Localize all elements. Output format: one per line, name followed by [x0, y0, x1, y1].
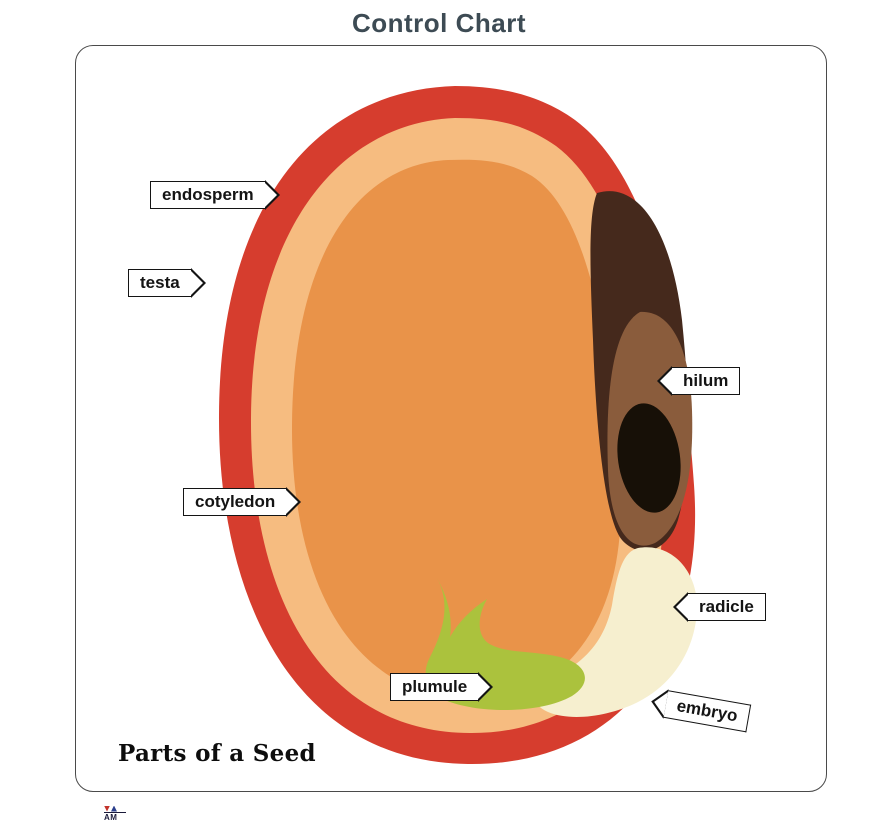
- label-cotyledon: cotyledon: [183, 488, 287, 516]
- label-radicle-text: radicle: [699, 597, 754, 616]
- brand-logo: AM: [104, 805, 126, 822]
- label-cotyledon-text: cotyledon: [195, 492, 276, 511]
- label-plumule: plumule: [390, 673, 479, 701]
- label-testa-text: testa: [140, 273, 180, 292]
- label-plumule-text: plumule: [402, 677, 468, 696]
- page-title: Control Chart: [351, 8, 527, 38]
- brand-logo-mark: [104, 805, 126, 812]
- logo-red-triangle-icon: [104, 805, 110, 812]
- logo-blue-triangle-icon: [111, 805, 117, 812]
- cotyledon-shape: [291, 159, 621, 700]
- diagram-caption: Parts of a Seed: [118, 740, 316, 767]
- label-endosperm: endosperm: [150, 181, 265, 209]
- label-testa: testa: [128, 269, 191, 297]
- label-radicle: radicle: [688, 593, 766, 621]
- label-endosperm-text: endosperm: [162, 185, 254, 204]
- label-hilum-text: hilum: [683, 371, 729, 390]
- hilum-shape: [617, 403, 681, 513]
- brand-logo-text: AM: [104, 812, 126, 822]
- label-embryo-text: embryo: [675, 696, 740, 726]
- label-hilum: hilum: [672, 367, 741, 395]
